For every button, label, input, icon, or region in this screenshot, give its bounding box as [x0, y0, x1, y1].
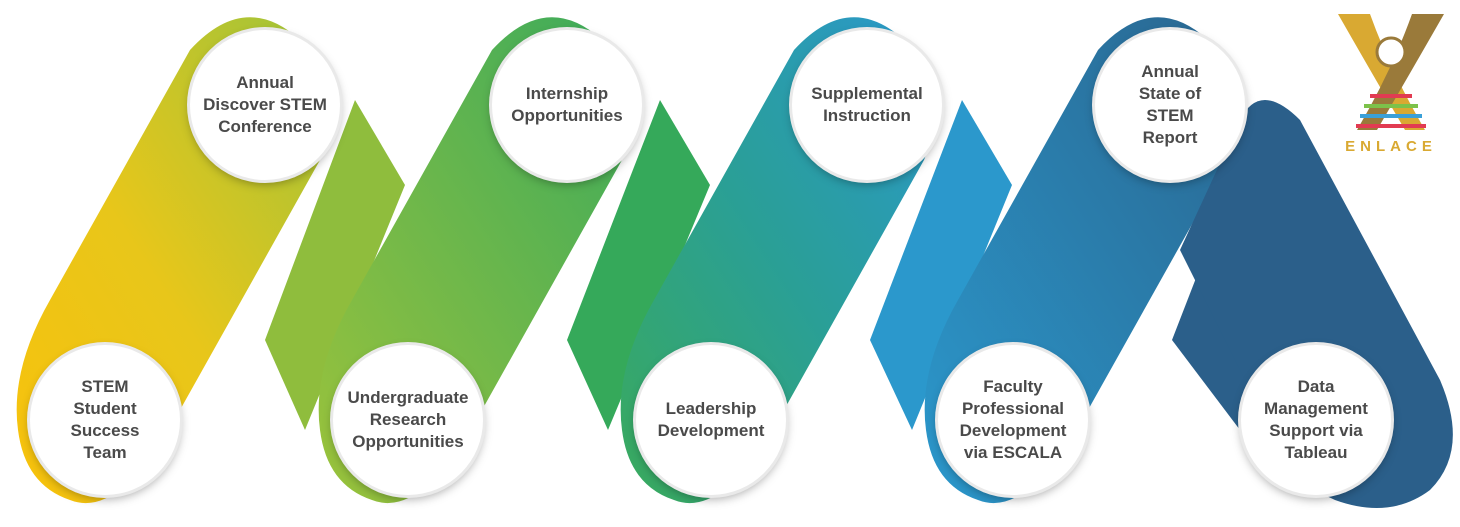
node-label: Annual State of STEM Report [1138, 62, 1202, 147]
node-stem-student-success-team: STEM Student Success Team [30, 345, 180, 495]
node-label: Supplemental Instruction [811, 84, 923, 125]
node-label: Leadership Development [657, 399, 765, 440]
connector-2 [567, 100, 710, 430]
node-faculty-professional-development: Faculty Professional Development via ESC… [938, 345, 1088, 495]
node-label: Faculty Professional Development via ESC… [959, 377, 1067, 462]
node-label: Undergraduate Research Opportunities [347, 388, 469, 451]
connector-3 [870, 100, 1012, 430]
node-label: Data Management Support via Tableau [1264, 377, 1368, 462]
node-undergraduate-research-opportunities: Undergraduate Research Opportunities [333, 345, 483, 495]
node-internship-opportunities: Internship Opportunities [492, 30, 642, 180]
node-supplemental-instruction: Supplemental Instruction [792, 30, 942, 180]
node-label: STEM Student Success Team [70, 377, 140, 462]
enlace-logo [1338, 14, 1444, 130]
node-data-management-support: Data Management Support via Tableau [1241, 345, 1391, 495]
node-annual-discover-stem-conference: Annual Discover STEM Conference [190, 30, 340, 180]
node-label: Annual Discover STEM Conference [203, 73, 327, 136]
node-leadership-development: Leadership Development [636, 345, 786, 495]
connector-1 [265, 100, 405, 430]
enlace-logo-text: ENLACE [1345, 138, 1437, 155]
node-annual-state-of-stem-report: Annual State of STEM Report [1095, 30, 1245, 180]
node-label: Internship Opportunities [511, 84, 623, 125]
